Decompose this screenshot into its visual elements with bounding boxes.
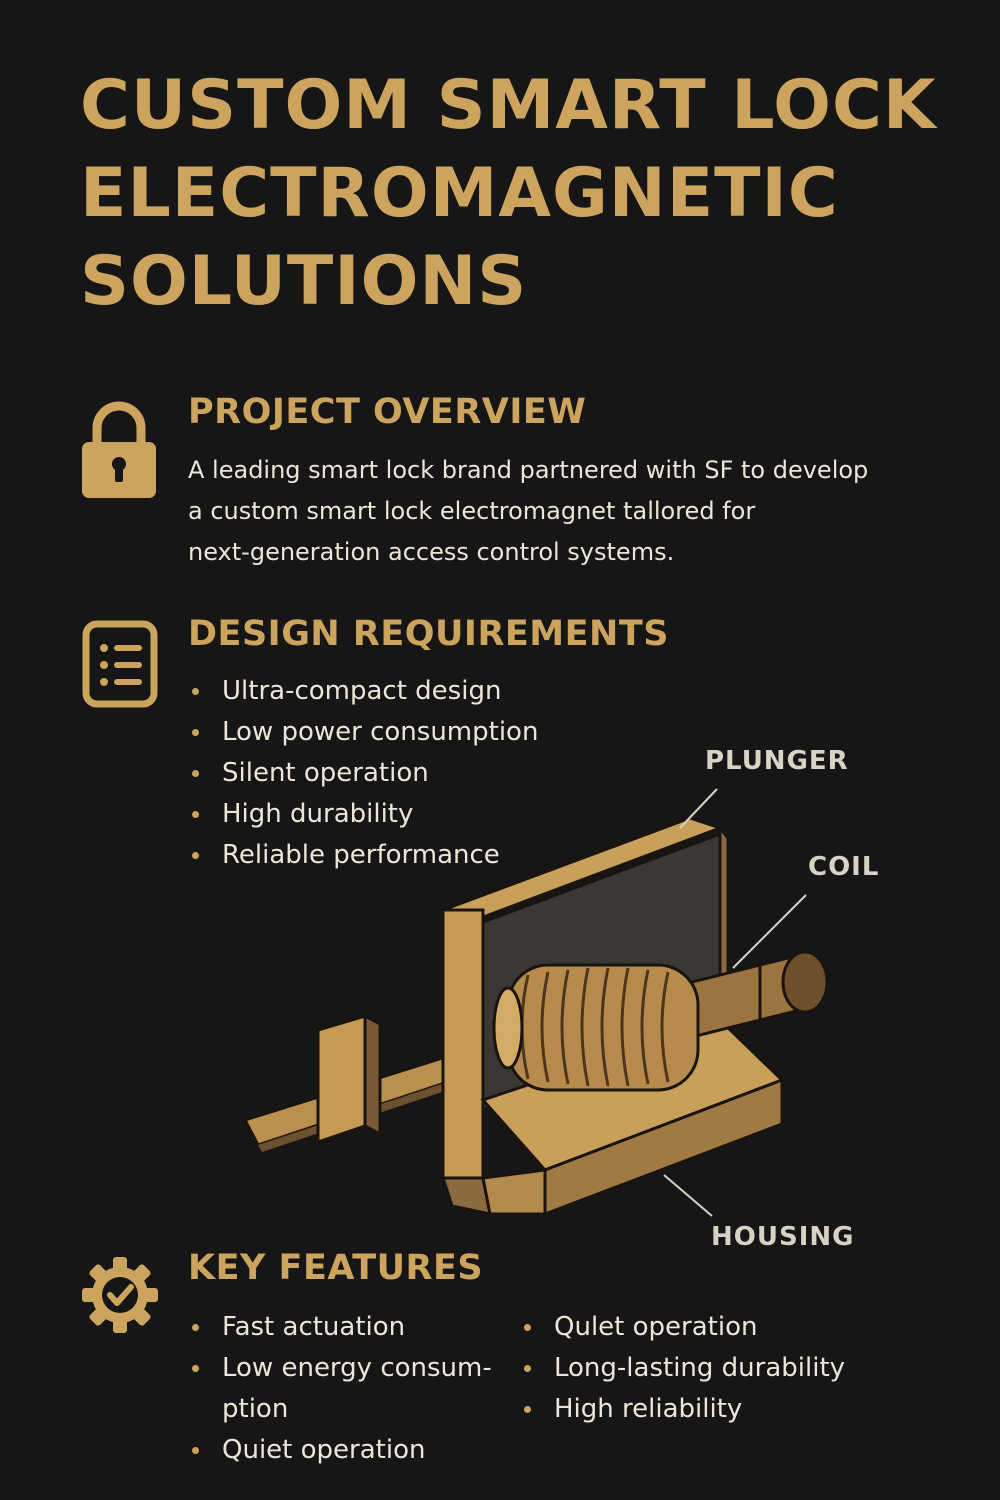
list-item: Qulet operation — [520, 1307, 845, 1348]
callout-leaders — [663, 788, 807, 1217]
gear-check-icon — [82, 1257, 158, 1333]
housing-label: HOUSING — [711, 1222, 855, 1252]
list-item: Low energy consum- — [188, 1348, 492, 1389]
page-title: CUSTOM SMART LOCK ELECTROMAGNETIC SOLUTI… — [80, 62, 960, 326]
list-item: Ultra-compact design — [188, 671, 538, 712]
checklist-icon — [82, 620, 158, 708]
overview-line-3: next-generation access control systems. — [188, 538, 675, 566]
overview-line-2: a custom smart lock electromagnet tallor… — [188, 497, 756, 525]
list-item: High reliability — [520, 1389, 845, 1430]
requirements-heading: DESIGN REQUIREMENTS — [188, 614, 669, 654]
title-line-2: ELECTROMAGNETIC — [80, 154, 839, 233]
plunger-label: PLUNGER — [705, 746, 849, 776]
list-item: Silent operation — [188, 753, 538, 794]
title-line-3: SOLUTIONS — [80, 242, 528, 321]
padlock-icon — [82, 401, 156, 498]
features-list-left-2: Quiet operation — [188, 1430, 425, 1471]
list-item: Fast actuation — [188, 1307, 492, 1348]
requirements-list: Ultra-compact design Low power consumpti… — [188, 671, 538, 876]
list-item: Long-lasting durability — [520, 1348, 845, 1389]
list-item-continuation: ption — [222, 1394, 289, 1424]
features-list-right: Qulet operation Long-lasting durability … — [520, 1307, 845, 1430]
end-stop-plate — [316, 1013, 382, 1145]
features-heading: KEY FEATURES — [188, 1248, 484, 1288]
overview-description: A leading smart lock brand partnered wit… — [188, 450, 948, 573]
coil-label: COIL — [808, 852, 880, 882]
title-line-1: CUSTOM SMART LOCK — [80, 66, 937, 145]
overview-heading: PROJECT OVERVIEW — [188, 392, 587, 432]
list-item: High durability — [188, 794, 538, 835]
overview-line-1: A leading smart lock brand partnered wit… — [188, 456, 869, 484]
list-item: Reliable performance — [188, 835, 538, 876]
list-item: Low power consumption — [188, 712, 538, 753]
list-item: Quiet operation — [188, 1430, 425, 1471]
electromagnet-diagram — [242, 788, 829, 1217]
coil — [492, 963, 700, 1092]
features-list-left: Fast actuation Low energy consum- — [188, 1307, 492, 1389]
